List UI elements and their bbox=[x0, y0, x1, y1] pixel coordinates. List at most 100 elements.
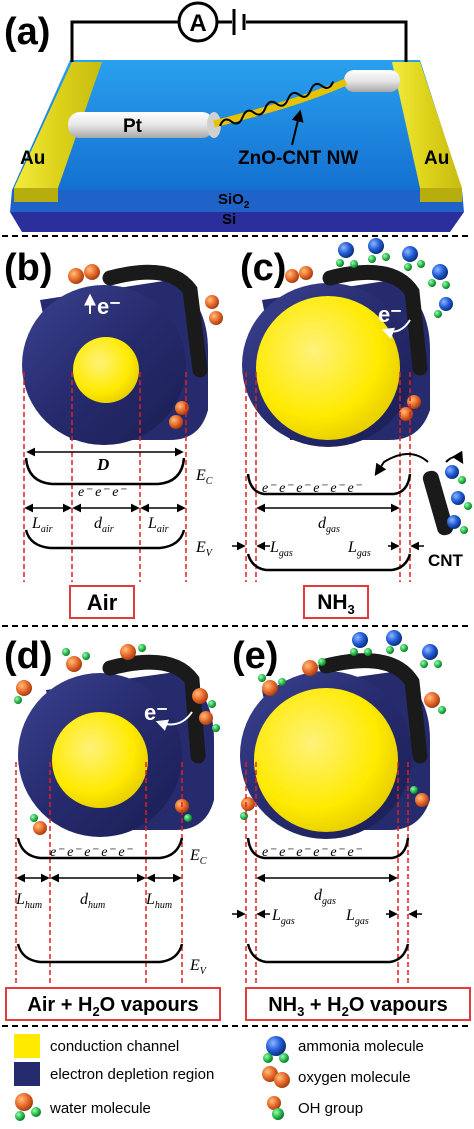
l-hum-right-label: Lhum bbox=[145, 891, 172, 911]
depletion-region-swatch bbox=[14, 1062, 40, 1086]
panel-e-label: (e) bbox=[232, 635, 278, 677]
d-gas-label: dgas bbox=[318, 515, 340, 535]
conduction-core bbox=[256, 296, 400, 440]
oxygen-molecule bbox=[169, 415, 183, 429]
nanowire-label: ZnO-CNT NW bbox=[238, 148, 358, 169]
conduction-electrons: e⁻ e⁻ e⁻ e⁻ e⁻ e⁻ bbox=[262, 481, 363, 496]
oh-group-icon bbox=[267, 1096, 284, 1120]
legend: conduction channel electron depletion re… bbox=[14, 1034, 424, 1121]
au-electrode-left bbox=[14, 62, 102, 188]
conduction-band-edge bbox=[246, 837, 410, 860]
electron-label: e⁻ bbox=[378, 302, 402, 327]
l-gas-right-label: Lgas bbox=[345, 907, 369, 927]
valence-band-edge bbox=[16, 943, 184, 964]
legend-oh-label: OH group bbox=[298, 1100, 363, 1117]
condition-box-air bbox=[69, 585, 135, 619]
ammeter-icon bbox=[177, 1, 219, 43]
cnt-wrap bbox=[219, 81, 335, 127]
ammonia-molecules bbox=[350, 630, 442, 668]
conduction-band-edge bbox=[16, 837, 184, 860]
electron-transfer-arrow bbox=[155, 711, 193, 731]
pt-electrode-end bbox=[207, 112, 221, 138]
oxygen-molecule-icon bbox=[262, 1066, 290, 1088]
ammonia-molecules bbox=[336, 238, 453, 318]
guide-lines bbox=[23, 372, 187, 582]
guide-lines bbox=[15, 762, 183, 986]
oxygen-molecules bbox=[68, 264, 223, 429]
cnt-tube bbox=[318, 653, 428, 764]
condition-nh3-h2o-label: NH3 + H2O vapours bbox=[268, 994, 448, 1019]
au-left-label: Au bbox=[20, 148, 45, 169]
au-electrode-left-side bbox=[14, 188, 58, 202]
d-gas-label: dgas bbox=[314, 887, 336, 907]
conduction-electrons: e⁻ e⁻ e⁻ bbox=[78, 485, 127, 500]
pt-label: Pt bbox=[123, 116, 143, 137]
au-right-label: Au bbox=[424, 148, 449, 169]
panel-b: (b) e⁻ D e⁻ e⁻ e⁻ EC Lair dair L bbox=[4, 247, 223, 619]
cnt-inset bbox=[374, 450, 472, 536]
panel-b-label: (b) bbox=[4, 247, 53, 289]
oxygen-molecule bbox=[68, 268, 84, 284]
conduction-band-edge bbox=[246, 473, 412, 496]
legend-depletion-label: electron depletion region bbox=[50, 1066, 214, 1083]
conduction-band-edge bbox=[24, 457, 186, 486]
d-hum-label: dhum bbox=[80, 891, 105, 911]
l-air-left-label: Lair bbox=[31, 515, 53, 535]
l-gas-left-label: Lgas bbox=[269, 539, 293, 559]
conduction-core bbox=[73, 337, 139, 403]
conduction-core bbox=[52, 712, 148, 808]
panel-c: (c) e⁻ e⁻ e⁻ e⁻ e⁻ e⁻ e⁻ dgas Lg bbox=[232, 238, 472, 619]
sio2-layer bbox=[10, 190, 464, 212]
oxygen-molecule bbox=[209, 311, 223, 325]
ec-label: EC bbox=[195, 467, 213, 487]
oxygen-molecule bbox=[84, 264, 100, 280]
legend-water-label: water molecule bbox=[49, 1100, 151, 1117]
d-air-label: dair bbox=[94, 515, 114, 535]
valence-band-edge bbox=[246, 553, 412, 572]
condition-box-nh3-h2o bbox=[245, 987, 471, 1021]
conduction-channel-swatch bbox=[14, 1034, 40, 1058]
l-air-right-label: Lair bbox=[147, 515, 169, 535]
l-gas-right-label: Lgas bbox=[347, 539, 371, 559]
oxygen-molecule bbox=[175, 401, 189, 415]
si-label: Si bbox=[222, 211, 236, 228]
legend-conduction-label: conduction channel bbox=[50, 1038, 179, 1055]
valence-band-edge bbox=[24, 529, 186, 550]
electron-transfer-arrow bbox=[381, 319, 411, 339]
legend-ammonia-label: ammonia molecule bbox=[298, 1038, 424, 1055]
conduction-core bbox=[254, 688, 398, 832]
electron-label: e⁻ bbox=[144, 700, 168, 725]
condition-air-h2o-label: Air + H2O vapours bbox=[27, 994, 198, 1019]
ammeter-label: A bbox=[189, 10, 206, 37]
au-electrode-right bbox=[392, 62, 462, 188]
cnt-tube bbox=[102, 654, 206, 764]
au-electrode-right-side bbox=[420, 188, 462, 202]
circuit-wire bbox=[70, 20, 408, 62]
conduction-electrons: e⁻ e⁻ e⁻ e⁻ e⁻ bbox=[50, 845, 134, 860]
condition-air-label: Air bbox=[87, 590, 118, 615]
nanowire-pointer-arrow bbox=[291, 109, 304, 146]
pt-electrode bbox=[68, 112, 214, 138]
si-substrate bbox=[10, 212, 464, 232]
cnt-tube bbox=[102, 264, 208, 378]
condition-nh3-label: NH3 bbox=[317, 591, 355, 617]
width-d-label: D bbox=[96, 455, 109, 474]
sio2-label: SiO2 bbox=[218, 191, 250, 211]
water-molecule-icon bbox=[15, 1093, 41, 1121]
electron-label: e⁻ bbox=[97, 294, 121, 319]
substrate-top bbox=[12, 60, 462, 190]
valence-band-edge bbox=[246, 943, 410, 964]
ev-label: EV bbox=[189, 957, 208, 977]
oxygen-molecule bbox=[205, 295, 219, 309]
condition-box-nh3 bbox=[303, 585, 369, 619]
condition-box-air-h2o bbox=[5, 987, 221, 1021]
panel-a-label: (a) bbox=[4, 11, 50, 53]
water-molecules bbox=[240, 658, 446, 820]
conduction-electrons: e⁻ e⁻ e⁻ e⁻ e⁻ e⁻ bbox=[262, 845, 363, 860]
panel-a: A (a) Pt Au Au ZnO-CNT NW SiO2 Si bbox=[4, 1, 464, 232]
panel-d-label: (d) bbox=[4, 635, 53, 677]
ev-label: EV bbox=[195, 539, 214, 559]
l-gas-left-label: Lgas bbox=[271, 907, 295, 927]
l-hum-left-label: Lhum bbox=[15, 891, 42, 911]
pt-electrode-right bbox=[344, 70, 400, 92]
